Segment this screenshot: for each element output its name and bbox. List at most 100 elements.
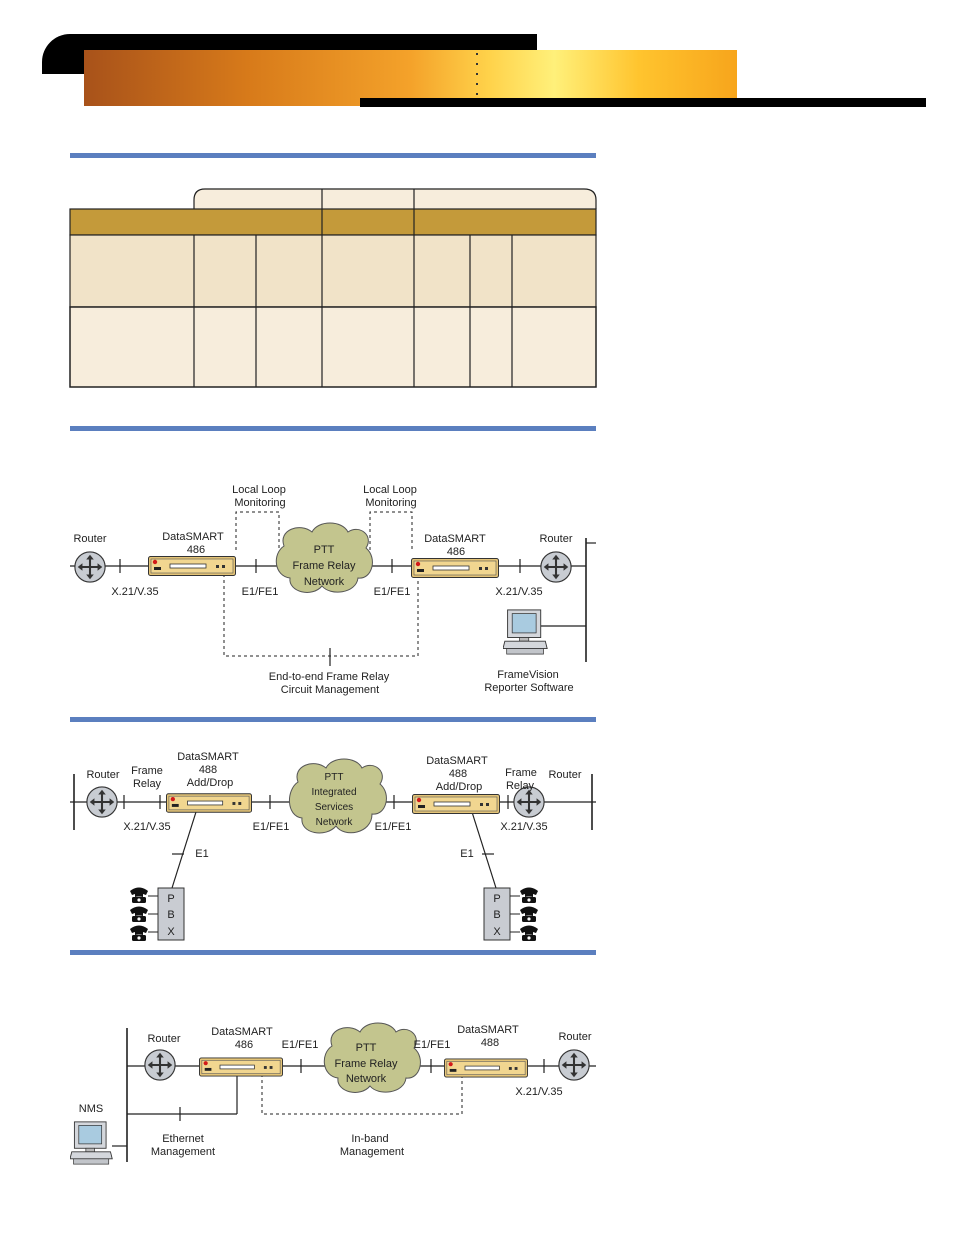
frame-relay-label: Relay	[506, 780, 535, 792]
datasmart-label: DataSMART	[211, 1026, 273, 1038]
cloud-label: Network	[304, 576, 345, 588]
pbx-label: X	[167, 926, 175, 938]
management-label: Ethernet	[162, 1133, 204, 1145]
e1-label: E1	[195, 848, 208, 860]
computer-icon	[503, 609, 548, 655]
pbx-label: B	[493, 909, 500, 921]
header-flame-banner	[84, 50, 737, 106]
router-icon	[143, 1048, 177, 1082]
e1-label: E1/FE1	[375, 821, 412, 833]
datasmart-label: Add/Drop	[187, 777, 233, 789]
datasmart-label: DataSMART	[424, 533, 486, 545]
diagram-add-drop: PTT Integrated Services Network P B X P …	[70, 751, 596, 941]
datasmart-label: DataSMART	[177, 751, 239, 763]
cloud-label: PTT	[314, 544, 335, 556]
router-label: Router	[548, 769, 581, 781]
reporter-label: FrameVision	[497, 669, 559, 681]
router-label: Router	[86, 769, 119, 781]
ptt-isdn-cloud	[289, 758, 387, 834]
router-label: Router	[73, 533, 106, 545]
datasmart-label: 488	[449, 768, 467, 780]
reporter-label: Reporter Software	[484, 682, 573, 694]
table-header-row	[69, 208, 597, 236]
phone-icon	[520, 906, 538, 922]
e1-label: E1/FE1	[374, 586, 411, 598]
router-icon	[557, 1048, 591, 1082]
frame-relay-label: Frame	[131, 765, 163, 777]
pbx-right	[483, 887, 511, 941]
router-icon	[85, 785, 119, 819]
e1-label: E1/FE1	[253, 821, 290, 833]
phone-icon	[130, 925, 148, 941]
local-loop-label: Monitoring	[234, 497, 285, 509]
diagram-nms-management: PTT Frame Relay Network Router Router Da…	[70, 1022, 596, 1165]
datasmart-label: 486	[447, 546, 465, 558]
diagram-frame-relay-monitoring: PTT Frame Relay Network Router Router Da…	[70, 484, 596, 696]
table-row	[69, 234, 597, 308]
nms-label: NMS	[79, 1103, 103, 1115]
phone-icon	[130, 887, 148, 903]
section-rule-1	[70, 153, 596, 158]
section-rule-2	[70, 426, 596, 431]
computer-icon	[70, 1121, 113, 1165]
datasmart-label: Add/Drop	[436, 781, 482, 793]
comparison-table	[69, 188, 597, 388]
section-rule-4	[70, 950, 596, 955]
datasmart-unit-icon	[410, 558, 500, 578]
cloud-label: Network	[346, 1073, 387, 1085]
e1-label: E1/FE1	[242, 586, 279, 598]
datasmart-label: 486	[187, 544, 205, 556]
datasmart-label: 488	[481, 1037, 499, 1049]
cloud-label: Integrated	[311, 787, 356, 798]
datasmart-unit-icon	[199, 1057, 283, 1077]
management-label: Management	[151, 1146, 215, 1158]
interface-label: X.21/V.35	[123, 821, 170, 833]
router-label: Router	[558, 1031, 591, 1043]
frame-relay-label: Frame	[505, 767, 537, 779]
header-dot-leader	[474, 53, 480, 97]
router-icon	[539, 550, 573, 584]
cloud-label: Frame Relay	[335, 1058, 398, 1070]
cloud-label: Services	[315, 802, 353, 813]
datasmart-unit-icon	[148, 556, 236, 576]
cloud-label: Network	[316, 817, 354, 828]
interface-label: X.21/V.35	[111, 586, 158, 598]
router-label: Router	[147, 1033, 180, 1045]
e1-label: E1/FE1	[282, 1039, 319, 1051]
e1-label: E1/FE1	[414, 1039, 451, 1051]
datasmart-unit-icon	[412, 794, 500, 814]
phone-icon	[130, 906, 148, 922]
datasmart-label: DataSMART	[162, 531, 224, 543]
datasmart-label: DataSMART	[457, 1024, 519, 1036]
table-row	[69, 306, 597, 388]
management-label: Management	[340, 1146, 404, 1158]
section-rule-3	[70, 717, 596, 722]
datasmart-unit-icon	[166, 793, 252, 813]
phone-icon	[520, 925, 538, 941]
management-label: In-band	[351, 1133, 388, 1145]
cloud-label: Frame Relay	[293, 560, 356, 572]
interface-label: X.21/V.35	[515, 1086, 562, 1098]
ptt-frame-relay-cloud	[323, 1022, 421, 1093]
datasmart-label: DataSMART	[426, 755, 488, 767]
datasmart-unit-icon	[444, 1058, 528, 1078]
management-label: Circuit Management	[281, 684, 379, 696]
datasmart-label: 486	[235, 1039, 253, 1051]
local-loop-label: Local Loop	[363, 484, 417, 496]
management-label: End-to-end Frame Relay	[269, 671, 390, 683]
cloud-label: PTT	[356, 1042, 377, 1054]
e1-label: E1	[460, 848, 473, 860]
header-black-rule	[360, 98, 926, 107]
phone-icon	[520, 887, 538, 903]
router-icon	[73, 550, 107, 584]
ptt-frame-relay-cloud	[275, 522, 373, 593]
datasmart-label: 488	[199, 764, 217, 776]
interface-label: X.21/V.35	[500, 821, 547, 833]
router-label: Router	[539, 533, 572, 545]
interface-label: X.21/V.35	[495, 586, 542, 598]
frame-relay-label: Relay	[133, 778, 162, 790]
pbx-label: B	[167, 909, 174, 921]
local-loop-label: Local Loop	[232, 484, 286, 496]
pbx-label: P	[167, 893, 174, 905]
pbx-label: P	[493, 893, 500, 905]
